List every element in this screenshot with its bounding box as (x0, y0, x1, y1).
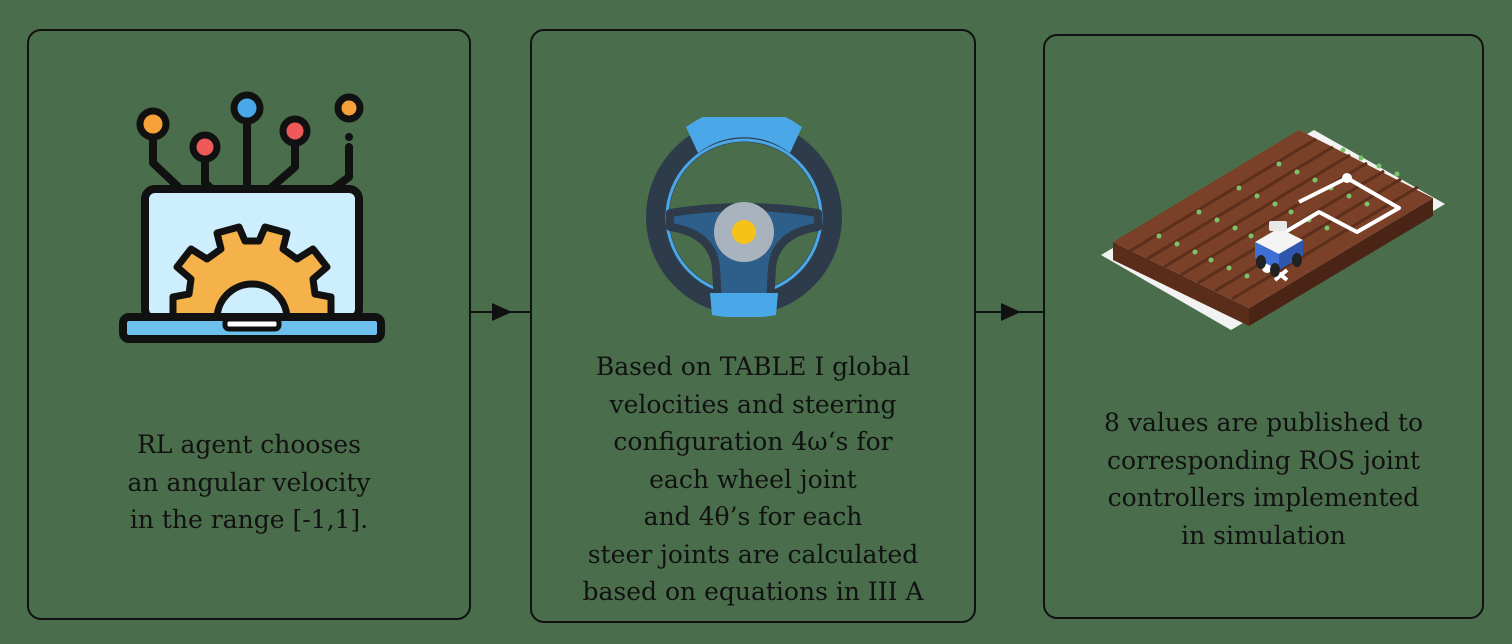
caption-line: corresponding ROS joint (1045, 442, 1482, 480)
step-box-rl-agent: RL agent chooses an angular velocity in … (27, 29, 471, 620)
step-caption-steering-calc: Based on TABLE I global velocities and s… (532, 348, 974, 611)
caption-line: configuration 4ω‘s for (532, 423, 974, 461)
caption-line: each wheel joint (532, 461, 974, 499)
caption-line: RL agent chooses (29, 426, 469, 464)
caption-line: in the range [-1,1]. (29, 501, 469, 539)
caption-line: in simulation (1045, 517, 1482, 555)
laptop-gear-network-icon (117, 61, 385, 346)
caption-line: an angular velocity (29, 464, 469, 502)
arrow-connector-2 (975, 300, 1045, 324)
caption-line: controllers implemented (1045, 479, 1482, 517)
caption-line: velocities and steering (532, 386, 974, 424)
caption-line: steer joints are calculated (532, 536, 974, 574)
step-caption-ros-publish: 8 values are published to corresponding … (1045, 404, 1482, 554)
caption-line: Based on TABLE I global (532, 348, 974, 386)
caption-line: and 4θ’s for each (532, 498, 974, 536)
caption-line: 8 values are published to (1045, 404, 1482, 442)
caption-line: based on equations in III A (532, 573, 974, 611)
step-box-ros-publish: 8 values are published to corresponding … (1043, 34, 1484, 619)
step-box-steering-calc: Based on TABLE I global velocities and s… (530, 29, 976, 623)
step-caption-rl-agent: RL agent chooses an angular velocity in … (29, 426, 469, 539)
arrow-connector-1 (470, 300, 532, 324)
field-robot-icon (1099, 120, 1445, 336)
steering-wheel-icon (636, 117, 852, 317)
